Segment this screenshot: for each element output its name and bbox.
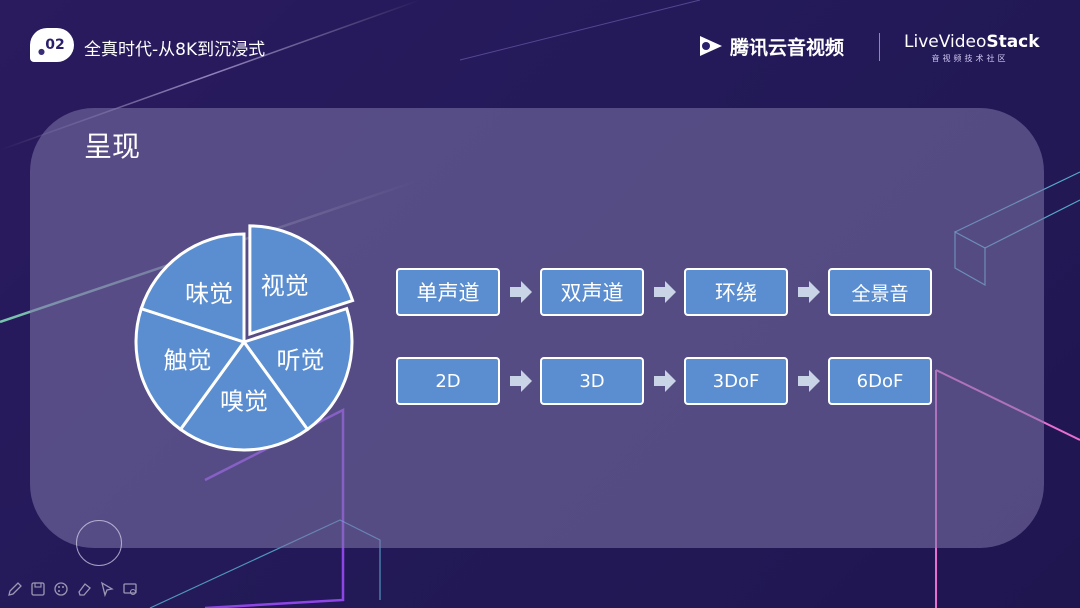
eraser-icon[interactable]: [75, 580, 93, 598]
badge-dot-icon: ●: [38, 47, 45, 56]
page-title: 呈现: [84, 130, 141, 163]
flow-box-2d: 2D: [396, 357, 500, 405]
pie-slice-label: 听觉: [276, 346, 324, 374]
partner-subtitle: 音视频技术社区: [931, 54, 1009, 63]
laser-pointer-button[interactable]: [76, 520, 122, 566]
flow-box-stereo: 双声道: [540, 268, 644, 316]
pie-slice: [178, 339, 310, 452]
pie-slice: [241, 306, 354, 432]
brand-name: 腾讯云音视频: [730, 36, 845, 59]
pie-slice: [139, 232, 246, 345]
pie-slice-label: 触觉: [164, 346, 212, 374]
arrow-right-icon: [798, 281, 820, 303]
pen-icon[interactable]: [6, 580, 24, 598]
partner-name-bold: Stack: [986, 32, 1040, 52]
flow-box-surround: 环绕: [684, 268, 788, 316]
presentation-toolbar: [6, 580, 139, 602]
flow-box-6dof: 6DoF: [828, 357, 932, 405]
flow-box-mono: 单声道: [396, 268, 500, 316]
arrow-right-icon: [798, 370, 820, 392]
section-topic: 全真时代-从8K到沉浸式: [84, 40, 266, 60]
livevideostack-logo: LiveVideoStack 音视频技术社区: [904, 32, 1044, 64]
flow-box-panoramic: 全景音: [828, 268, 932, 316]
screen-icon[interactable]: [121, 580, 139, 598]
pointer-icon[interactable]: [98, 580, 116, 598]
flow-box-3dof: 3DoF: [684, 357, 788, 405]
arrow-right-icon: [510, 281, 532, 303]
slide-header: ● 02 全真时代-从8K到沉浸式 腾讯云音视频 LiveVideoStack …: [0, 0, 1080, 95]
save-icon[interactable]: [29, 580, 47, 598]
partner-name-prefix: LiveVideo: [904, 32, 987, 52]
tencent-cloud-logo-icon: [700, 36, 722, 56]
section-number: 02: [45, 37, 65, 53]
arrow-right-icon: [654, 281, 676, 303]
pie-slice: [134, 306, 247, 432]
tencent-brand: 腾讯云音视频: [696, 30, 844, 62]
pie-slice-label: 味觉: [185, 280, 233, 308]
pie-slice-label: 嗅觉: [220, 387, 268, 415]
flow-box-3d: 3D: [540, 357, 644, 405]
palette-icon[interactable]: [52, 580, 70, 598]
brand-divider: [879, 33, 880, 61]
section-badge: ● 02: [30, 28, 74, 62]
pie-slice-label: 视觉: [261, 272, 309, 300]
arrow-right-icon: [510, 370, 532, 392]
arrow-right-icon: [654, 370, 676, 392]
pie-slice: [248, 224, 355, 336]
